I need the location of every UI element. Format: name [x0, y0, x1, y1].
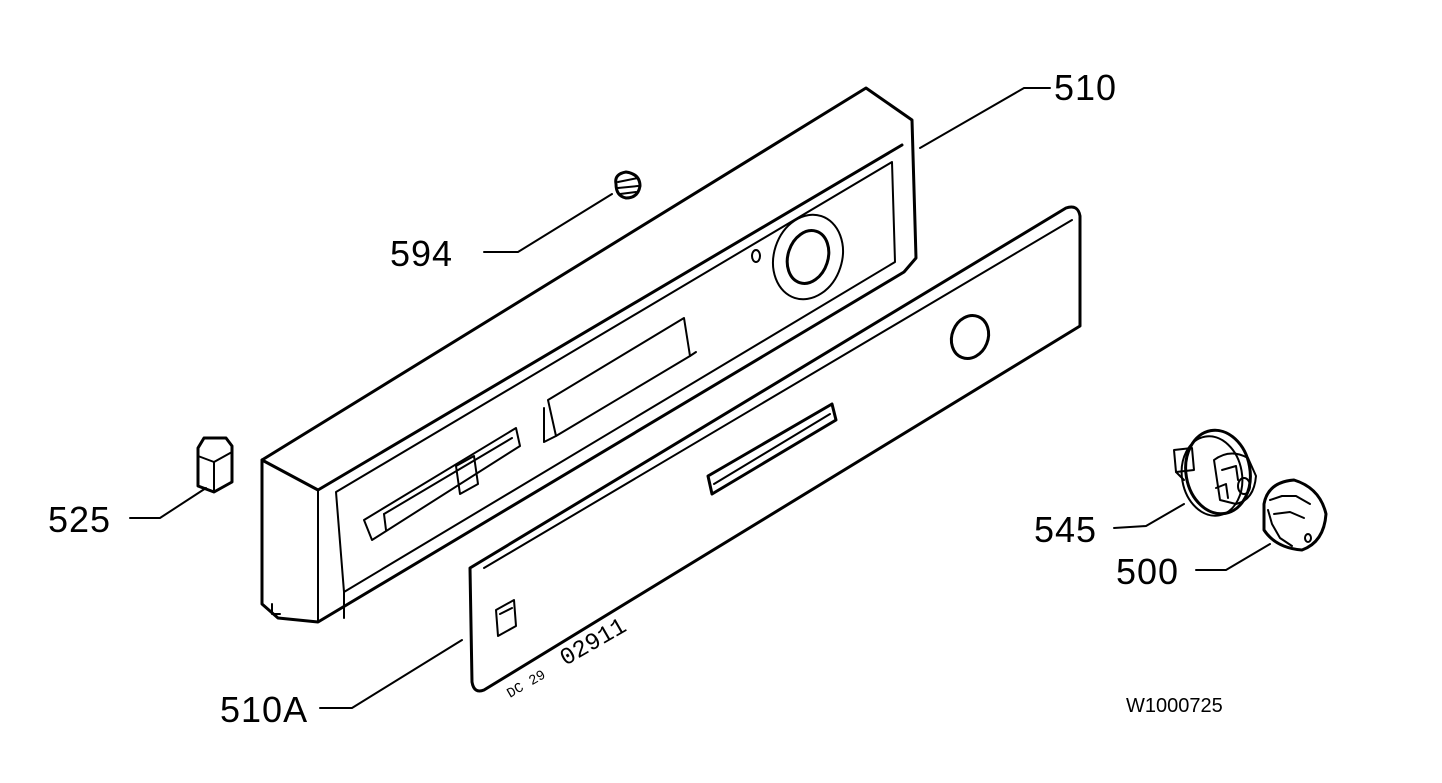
callout-510: 510 [1054, 67, 1117, 108]
callout-525: 525 [48, 499, 111, 540]
front-fascia-panel-510a [468, 205, 1082, 693]
leader-510a [319, 639, 463, 709]
push-button-525 [196, 436, 234, 494]
leader-545 [1113, 503, 1185, 529]
panel-stamp: DC 29 02911 [505, 614, 632, 703]
leader-lines [129, 87, 1271, 709]
drawing-code: W1000725 [1126, 695, 1223, 717]
callout-500: 500 [1116, 551, 1179, 592]
leader-500 [1195, 543, 1271, 571]
callout-594: 594 [390, 233, 453, 274]
leader-594 [483, 193, 613, 253]
leader-525 [129, 487, 207, 519]
leader-510 [919, 87, 1051, 149]
callout-510a: 510A [220, 689, 308, 730]
knob-500 [1262, 478, 1328, 552]
callout-545: 545 [1034, 509, 1097, 550]
screw-plug-594 [614, 170, 642, 200]
control-panel-housing-510 [260, 86, 918, 624]
knob-base-545 [1173, 428, 1257, 517]
